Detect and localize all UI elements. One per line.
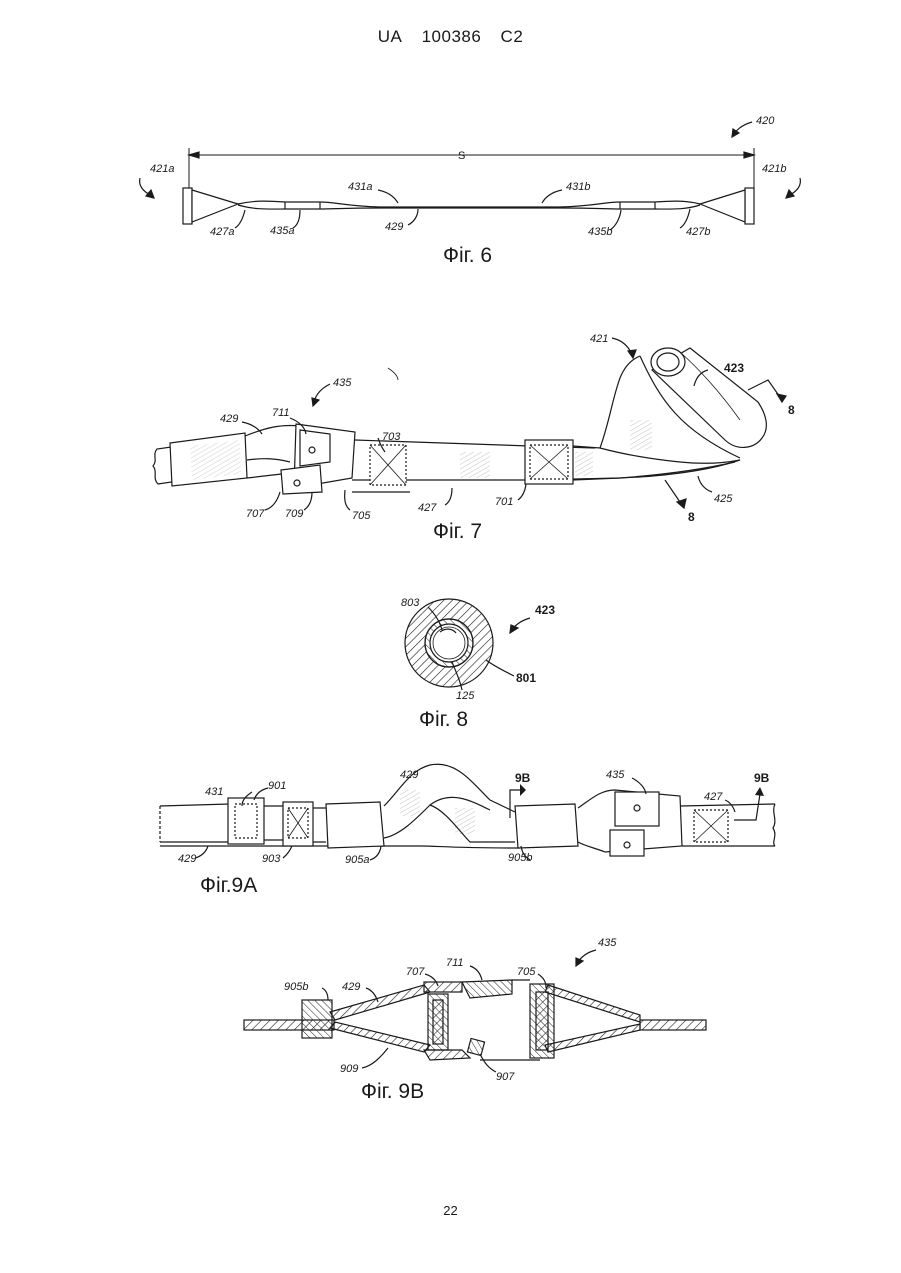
label-703: 703 xyxy=(382,431,401,443)
label-429: 429 xyxy=(178,853,196,865)
figure-9a xyxy=(160,764,775,860)
label-803: 803 xyxy=(401,597,420,609)
label-801: 801 xyxy=(516,671,536,685)
label-421b: 421b xyxy=(762,163,786,175)
label-8-bottom: 8 xyxy=(688,510,695,524)
label-431b: 431b xyxy=(566,181,590,193)
label-421: 421 xyxy=(590,333,608,345)
label-435a: 435a xyxy=(270,225,294,237)
label-431: 431 xyxy=(205,786,223,798)
label-427: 427 xyxy=(704,791,723,803)
label-427b: 427b xyxy=(686,226,710,238)
figure-6-caption: Фіг. 6 xyxy=(443,244,492,268)
label-429: 429 xyxy=(385,221,403,233)
label-905b: 905b xyxy=(508,852,532,864)
label-420: 420 xyxy=(756,115,775,127)
figure-8-caption: Фіг. 8 xyxy=(419,708,468,732)
label-423: 423 xyxy=(535,603,555,617)
figure-7 xyxy=(153,338,786,510)
label-S: S xyxy=(458,150,465,162)
label-435: 435 xyxy=(598,937,617,949)
label-905b: 905b xyxy=(284,981,308,993)
label-705: 705 xyxy=(352,510,371,522)
label-431a: 431a xyxy=(348,181,372,193)
label-427a: 427a xyxy=(210,226,234,238)
figure-9b-labels: 435 711 707 705 905b 429 909 907 xyxy=(284,937,617,1083)
figure-9a-caption: Фіг.9A xyxy=(200,874,257,898)
label-701: 701 xyxy=(495,496,513,508)
label-429: 429 xyxy=(342,981,360,993)
label-427: 427 xyxy=(418,502,437,514)
label-425: 425 xyxy=(714,493,733,505)
label-707: 707 xyxy=(406,966,425,978)
label-711: 711 xyxy=(272,407,290,419)
label-707: 707 xyxy=(246,508,265,520)
figure-8 xyxy=(405,599,530,690)
label-429: 429 xyxy=(220,413,238,425)
label-909: 909 xyxy=(340,1063,358,1075)
label-709: 709 xyxy=(285,508,303,520)
label-705: 705 xyxy=(517,966,536,978)
label-435b: 435b xyxy=(588,226,612,238)
label-435: 435 xyxy=(606,769,625,781)
label-421a: 421a xyxy=(150,163,174,175)
figure-6-labels: 420 S 421a 421b 431a 431b 427a 435a 429 … xyxy=(150,115,786,238)
figure-9b xyxy=(244,950,706,1072)
label-9B-left: 9B xyxy=(515,771,531,785)
label-903: 903 xyxy=(262,853,281,865)
figure-9b-caption: Фіг. 9B xyxy=(361,1080,424,1104)
label-423: 423 xyxy=(724,361,744,375)
label-711: 711 xyxy=(446,957,464,969)
label-125: 125 xyxy=(456,690,475,702)
label-435: 435 xyxy=(333,377,352,389)
label-8-top: 8 xyxy=(788,403,795,417)
label-429-top: 429 xyxy=(400,769,418,781)
label-9B-right: 9B xyxy=(754,771,770,785)
figure-7-caption: Фіг. 7 xyxy=(433,520,482,544)
label-901: 901 xyxy=(268,780,286,792)
page-number: 22 xyxy=(0,1203,901,1218)
figure-6 xyxy=(140,122,801,230)
label-905a: 905a xyxy=(345,854,369,866)
label-907: 907 xyxy=(496,1071,515,1083)
